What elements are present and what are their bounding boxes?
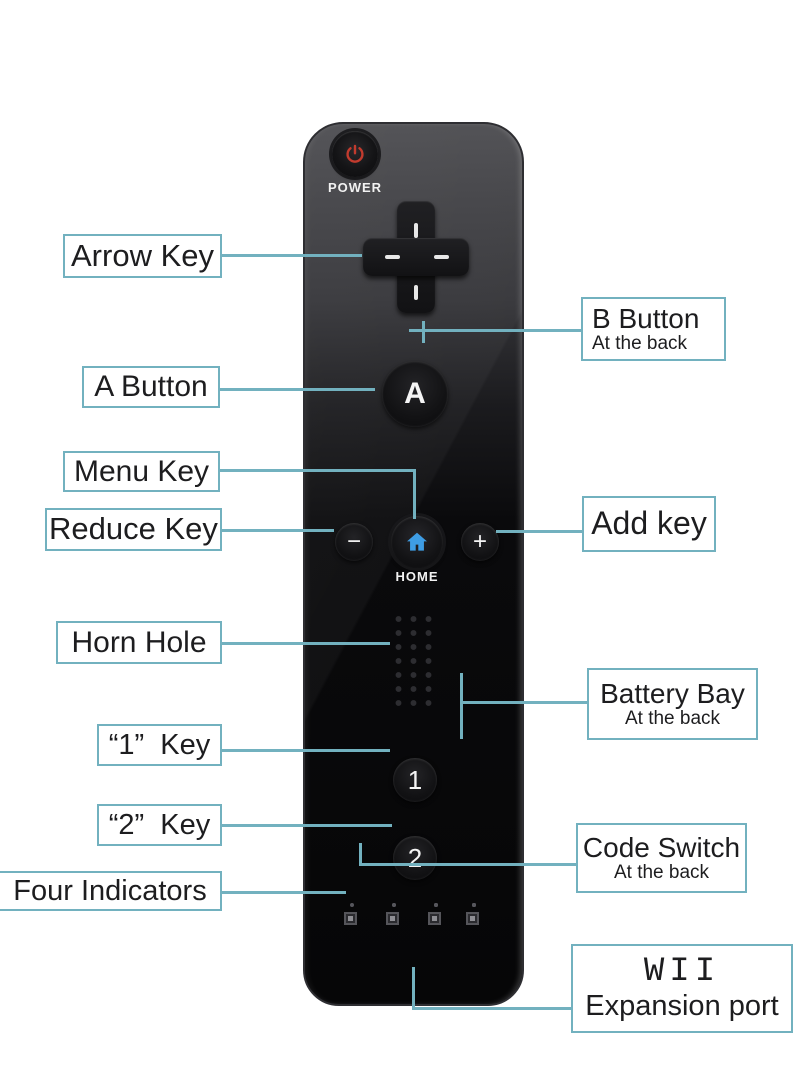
button-1: 1 bbox=[393, 758, 437, 802]
callout-box-horn-hole: Horn Hole bbox=[56, 621, 222, 664]
player-led-1 bbox=[335, 903, 365, 929]
callout-line-menu-key-h bbox=[220, 469, 416, 472]
callout-line-horn-hole bbox=[222, 642, 390, 645]
reduce-key-label: Reduce Key bbox=[49, 511, 218, 547]
callout-box-arrow-key: Arrow Key bbox=[63, 234, 222, 278]
home-label: HOME bbox=[395, 569, 439, 584]
led-4-square bbox=[465, 912, 479, 925]
power-icon bbox=[344, 143, 366, 165]
player-led-3 bbox=[419, 903, 449, 929]
menu-key-label: Menu Key bbox=[73, 454, 210, 488]
key-1-label: “1” Key bbox=[108, 728, 211, 761]
expansion-port-label: Expansion port bbox=[585, 990, 779, 1023]
a-button-label: A Button bbox=[94, 370, 208, 404]
callout-box-reduce-key: Reduce Key bbox=[45, 508, 222, 551]
add-key-label: Add key bbox=[591, 505, 707, 542]
home-button bbox=[391, 516, 443, 568]
callout-box-key-2: “2” Key bbox=[97, 804, 222, 846]
player-led-4 bbox=[457, 903, 487, 929]
b-button-label: B Button bbox=[592, 303, 700, 335]
callout-line-expansion-port-h bbox=[412, 1007, 571, 1010]
button-2: 2 bbox=[393, 836, 437, 880]
horn-hole-label: Horn Hole bbox=[71, 625, 207, 659]
callout-box-expansion-port: WII Expansion port bbox=[571, 944, 793, 1033]
callout-line-menu-key-v bbox=[413, 469, 416, 519]
power-button bbox=[332, 131, 378, 177]
dpad-up-mark bbox=[414, 223, 418, 238]
led-3-square bbox=[427, 912, 441, 925]
callout-marker-code-switch bbox=[359, 843, 362, 866]
speaker-grille bbox=[389, 610, 436, 706]
battery-bay-sublabel: At the back bbox=[624, 707, 721, 729]
callout-box-a-button: A Button bbox=[82, 366, 220, 408]
callout-line-arrow-key bbox=[222, 254, 362, 257]
callout-box-add-key: Add key bbox=[582, 496, 716, 552]
wii-label: WII bbox=[643, 953, 721, 992]
callout-marker-battery-bay bbox=[460, 673, 463, 739]
dpad-right-mark bbox=[434, 255, 449, 259]
code-switch-sublabel: At the back bbox=[613, 861, 710, 883]
callout-box-menu-key: Menu Key bbox=[63, 451, 220, 492]
callout-line-four-indicators bbox=[222, 891, 346, 894]
callout-line-b-button bbox=[409, 329, 582, 332]
callout-line-key-1 bbox=[222, 749, 390, 752]
a-button: A bbox=[382, 361, 448, 427]
callout-line-key-2 bbox=[222, 824, 392, 827]
home-icon bbox=[404, 529, 430, 555]
dpad-horizontal bbox=[363, 238, 469, 276]
arrow-key-label: Arrow Key bbox=[71, 237, 214, 273]
callout-line-a-button bbox=[220, 388, 375, 391]
led-1-square bbox=[343, 912, 357, 925]
callout-line-expansion-port-v bbox=[412, 967, 415, 1010]
callout-box-key-1: “1” Key bbox=[97, 724, 222, 766]
callout-line-battery-bay bbox=[460, 701, 587, 704]
minus-button: − bbox=[335, 523, 373, 561]
callout-box-code-switch: Code Switch At the back bbox=[576, 823, 747, 893]
key-2-label: “2” Key bbox=[108, 808, 211, 841]
dpad-down-mark bbox=[414, 285, 418, 300]
dpad-left-mark bbox=[385, 255, 400, 259]
led-2-square bbox=[385, 912, 399, 925]
code-switch-label: Code Switch bbox=[582, 832, 741, 864]
b-button-sublabel: At the back bbox=[592, 332, 688, 354]
wii-remote: POWER A − + HOME 1 2 bbox=[303, 122, 524, 1006]
callout-line-code-switch bbox=[359, 863, 576, 866]
callout-line-add-key bbox=[496, 530, 582, 533]
plus-button: + bbox=[461, 523, 499, 561]
callout-box-b-button: B Button At the back bbox=[581, 297, 726, 361]
four-indicators-label: Four Indicators bbox=[13, 874, 207, 907]
callout-line-reduce-key bbox=[222, 529, 334, 532]
callout-box-battery-bay: Battery Bay At the back bbox=[587, 668, 758, 740]
power-label: POWER bbox=[327, 180, 383, 195]
callout-box-four-indicators: Four Indicators bbox=[0, 871, 222, 911]
player-led-2 bbox=[377, 903, 407, 929]
callout-marker-b-button bbox=[422, 321, 425, 343]
battery-bay-label: Battery Bay bbox=[600, 678, 745, 710]
